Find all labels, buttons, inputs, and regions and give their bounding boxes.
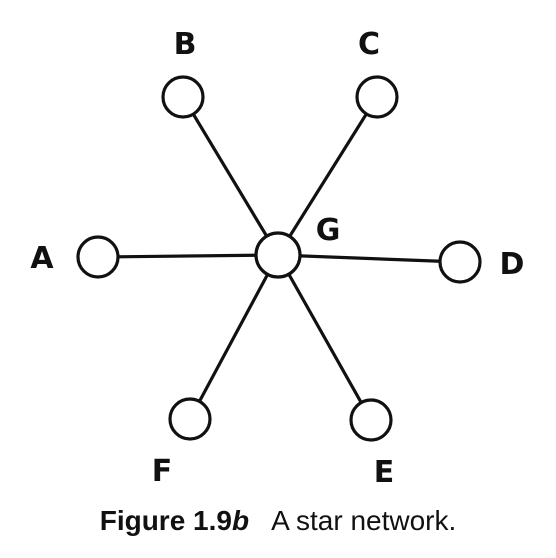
node-d-circle: [438, 240, 482, 284]
edge-g-b: [181, 95, 280, 257]
node-b-label: B: [174, 27, 197, 62]
caption-text: A star network.: [271, 505, 457, 536]
node-g-label: G: [316, 213, 341, 248]
node-b-circle: [161, 75, 205, 119]
edge-g-c: [276, 95, 379, 257]
node-a-label: A: [30, 241, 54, 276]
edge-g-e: [276, 253, 373, 422]
caption-label: Figure 1.9b: [100, 505, 249, 536]
node-e-label: E: [374, 455, 395, 490]
node-d-label: D: [500, 247, 525, 282]
edge-g-a: [96, 253, 280, 259]
node-f-label: F: [152, 454, 173, 489]
node-f-circle: [168, 397, 212, 441]
node-c-label: C: [358, 27, 380, 62]
edge-g-d: [276, 253, 462, 264]
edges-layer: [96, 95, 462, 422]
node-a-circle: [76, 235, 120, 279]
edge-g-f: [188, 253, 280, 421]
nodes-layer: [76, 75, 482, 442]
labels-layer: A B C D E F G: [30, 27, 524, 490]
node-g-circle: [254, 231, 302, 279]
node-e-circle: [349, 398, 393, 442]
caption-label-suffix: b: [231, 505, 250, 536]
figure-caption: Figure 1.9b A star network.: [0, 505, 556, 537]
caption-label-prefix: Figure 1.9: [99, 505, 232, 536]
node-c-circle: [355, 75, 399, 119]
